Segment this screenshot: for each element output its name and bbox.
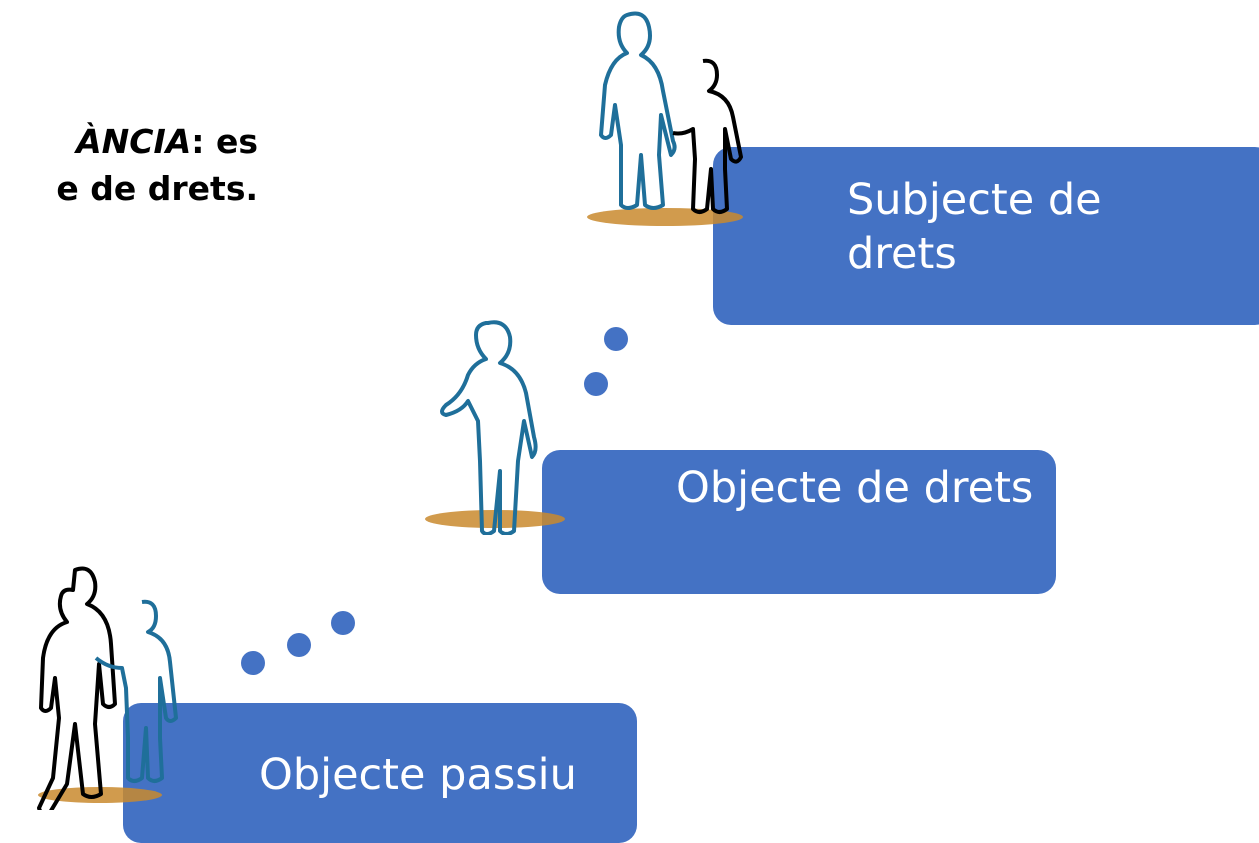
stage-label-passive: Objecte passiu bbox=[259, 750, 577, 800]
connector-dot bbox=[287, 633, 311, 657]
connector-dot bbox=[584, 372, 608, 396]
stage-box-passive: Objecte passiu bbox=[123, 703, 637, 843]
adult-child-pair-figure-icon bbox=[37, 566, 178, 810]
connector-dot bbox=[241, 651, 265, 675]
stage-label-object: Objecte de drets bbox=[676, 463, 1034, 513]
heading-line-2: e de drets. bbox=[56, 169, 258, 208]
heading-italic-word: ÀNCIA bbox=[76, 122, 192, 161]
stage-label-subject: Subjecte de drets bbox=[847, 175, 1102, 279]
adult-child-holding-hands-figure-icon bbox=[587, 11, 743, 226]
heading-line-1-suffix: : es bbox=[191, 122, 258, 161]
stage-box-object: Objecte de drets bbox=[542, 450, 1056, 594]
stage-box-subject: Subjecte de drets bbox=[713, 147, 1259, 325]
connector-dot bbox=[604, 327, 628, 351]
heading-line-1: ÀNCIA: es bbox=[0, 118, 258, 165]
connector-dot bbox=[331, 611, 355, 635]
slide-heading: ÀNCIA: es e de drets. bbox=[0, 118, 258, 212]
walking-child-figure-icon bbox=[425, 320, 565, 535]
